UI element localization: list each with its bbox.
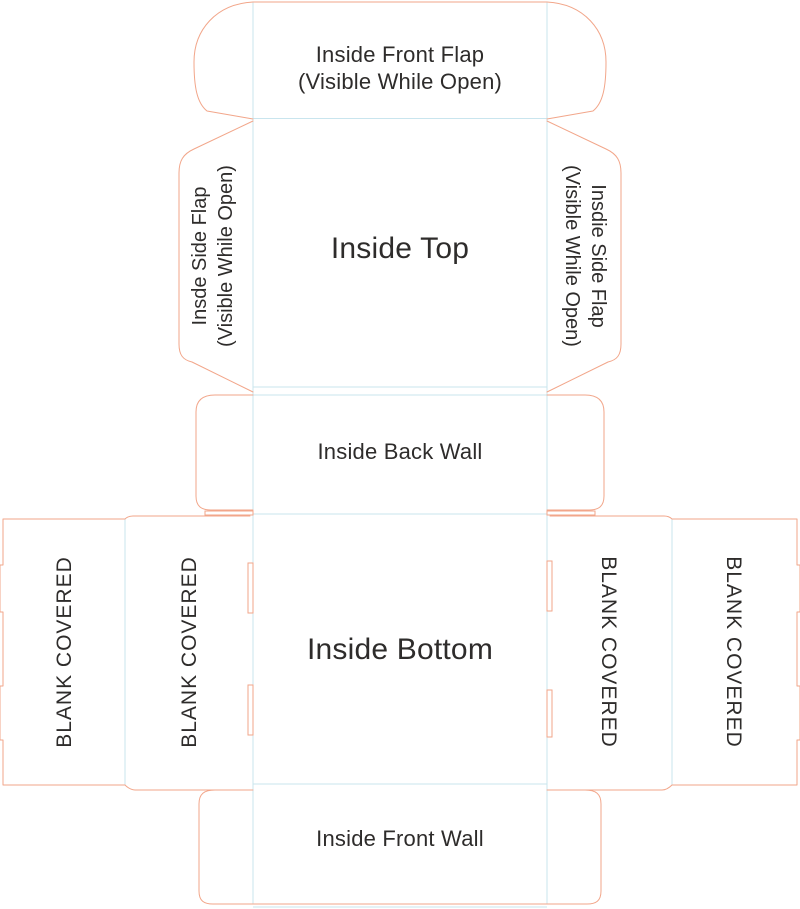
slit-left-fold-upper	[247, 562, 254, 614]
cut-right-inner-panel-top	[549, 515, 673, 520]
right-side-flap-label-line2: (Visible While Open)	[561, 165, 583, 347]
left-side-flap-label-line2: (Visible While Open)	[215, 165, 237, 347]
left-inner-panel-label: BLANK COVERED	[178, 556, 201, 748]
left-side-flap-label-line1: Insde Side Flap	[189, 187, 211, 326]
left-outer-panel-label: BLANK COVERED	[53, 556, 76, 748]
cut-left-side-flap	[178, 120, 254, 393]
panel-labels: Inside Front Flap (Visible While Open) I…	[53, 42, 745, 851]
cut-right-inner-panel-bottom	[549, 784, 673, 791]
fold-lines	[124, 2, 673, 908]
cut-left-inner-panel-bottom	[124, 784, 251, 791]
slit-right-fold-lower	[546, 689, 553, 738]
slit-top-left-corner	[204, 510, 254, 516]
cut-left-outer-panel	[0, 518, 126, 786]
cut-front-flap-left-tab	[193, 1, 254, 120]
front-flap-label-line1: Inside Front Flap	[316, 42, 484, 67]
cut-backwall-right-ear	[546, 394, 605, 511]
cut-front-flap-right-tab	[546, 1, 607, 120]
inside-top-label: Inside Top	[331, 232, 469, 265]
right-outer-panel-label: BLANK COVERED	[722, 556, 745, 748]
cut-left-inner-panel-top	[124, 515, 251, 520]
cut-right-outer-panel	[671, 518, 800, 786]
right-inner-panel-label: BLANK COVERED	[597, 556, 620, 748]
slit-top-right-corner	[546, 510, 596, 516]
right-side-flap-label-line1: Insdie Side Flap	[587, 184, 609, 327]
front-flap-label-line2: (Visible While Open)	[298, 69, 502, 94]
inside-bottom-label: Inside Bottom	[307, 633, 493, 666]
inside-back-wall-label: Inside Back Wall	[318, 439, 483, 464]
inside-front-wall-label: Inside Front Wall	[316, 826, 484, 851]
cut-front-wall-outline	[198, 789, 602, 905]
slit-right-fold-upper	[546, 560, 553, 612]
cut-right-side-flap	[546, 120, 622, 393]
cut-backwall-left-ear	[195, 394, 254, 511]
slit-left-fold-lower	[247, 684, 254, 736]
